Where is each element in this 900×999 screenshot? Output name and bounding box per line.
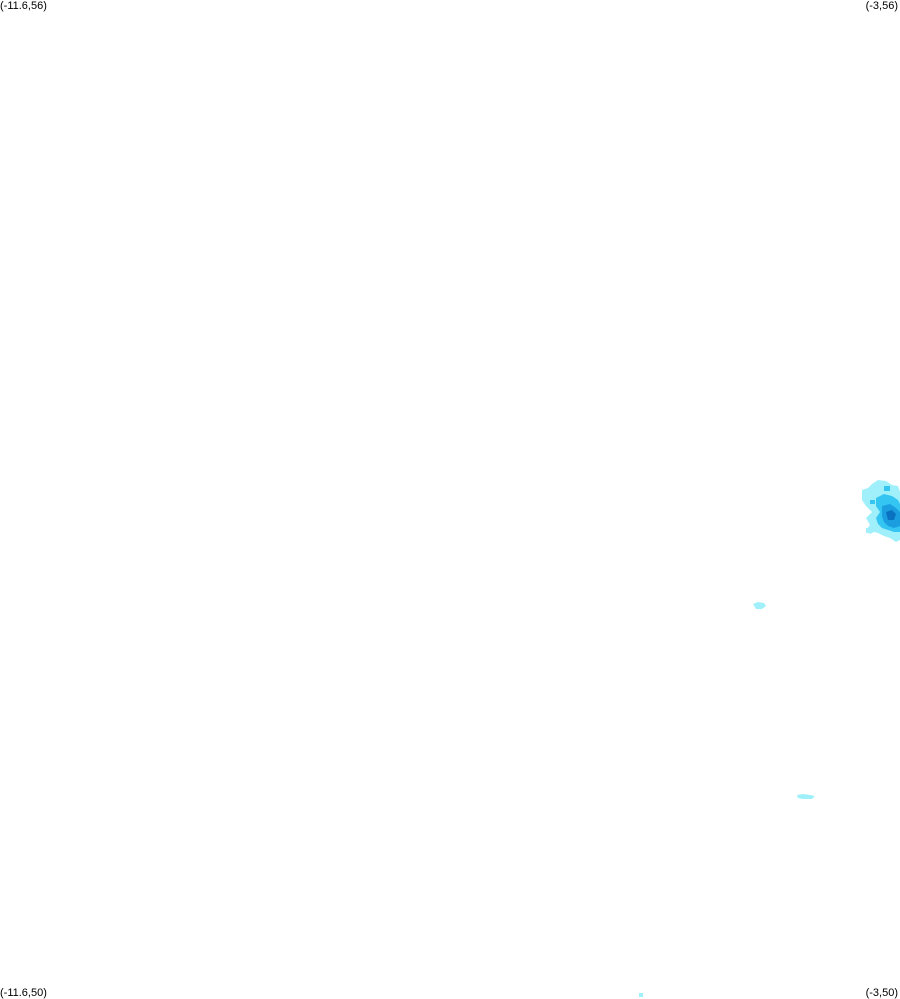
corner-label-bottom-right: (-3,50) xyxy=(865,987,898,999)
precip-cell-core xyxy=(886,510,896,520)
precip-cell-small xyxy=(884,486,890,491)
corner-label-bottom-left: (-11.6,50) xyxy=(0,987,47,999)
precip-cell-small xyxy=(866,528,872,533)
corner-label-top-right: (-3,56) xyxy=(865,0,898,12)
precipitation-patch xyxy=(753,602,766,609)
precip-cell-small xyxy=(870,500,875,504)
precipitation-cluster-main xyxy=(862,480,900,542)
corner-label-top-left: (-11.6,56) xyxy=(0,0,47,12)
precipitation-patch xyxy=(797,794,815,799)
precipitation-patch xyxy=(639,993,643,997)
